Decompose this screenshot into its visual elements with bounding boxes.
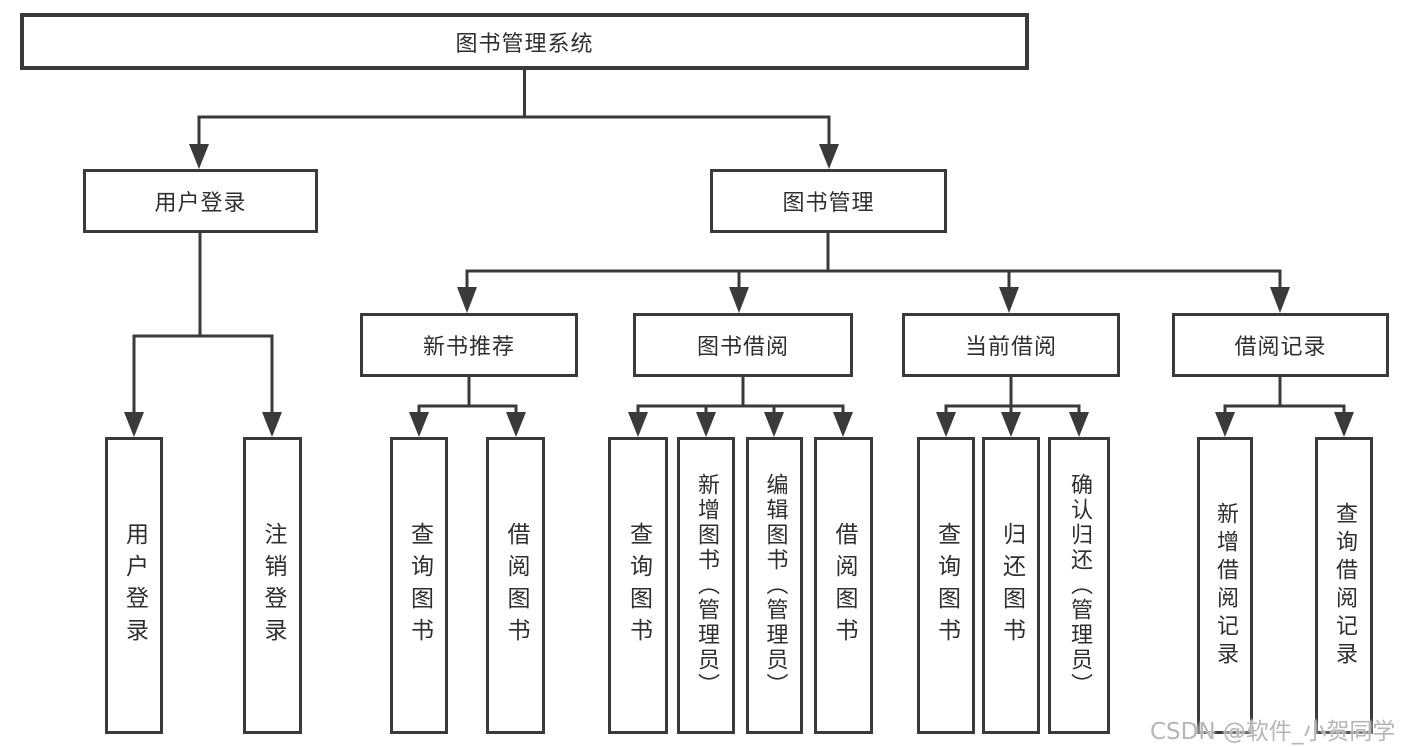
node-leaf-borrow-books-borrowing: 借阅图书 [814,437,873,734]
node-leaf-query-books-current: 查询图书 [917,437,975,734]
leaf-label: 新增借阅记录 [1213,501,1238,670]
leaf-label: 查询图书 [933,521,960,650]
node-new-book-recommendation: 新书推荐 [360,313,578,377]
node-leaf-user-login: 用户登录 [105,437,163,734]
node-leaf-borrow-books-newbook: 借阅图书 [486,437,545,734]
node-leaf-add-books-admin: 新增图书（管理员） [677,437,735,734]
node-leaf-query-borrow-record: 查询借阅记录 [1315,437,1373,734]
node-leaf-query-books-borrowing: 查询图书 [608,437,668,734]
node-leaf-confirm-return-admin: 确认归还（管理员） [1048,437,1110,734]
leaf-label: 编辑图书（管理员） [762,473,788,698]
leaf-label: 查询借阅记录 [1332,501,1357,670]
leaf-label: 借阅图书 [831,521,857,650]
leaf-label: 归还图书 [998,521,1025,650]
node-leaf-return-books: 归还图书 [982,437,1040,734]
node-library-management-system: 图书管理系统 [20,13,1029,70]
leaf-label: 查询图书 [625,521,652,650]
leaf-label: 注销登录 [260,521,286,650]
leaf-label: 用户登录 [121,521,148,650]
node-leaf-edit-books-admin: 编辑图书（管理员） [746,437,803,734]
node-book-borrowing: 图书借阅 [633,313,853,377]
node-leaf-add-borrow-record: 新增借阅记录 [1197,437,1253,734]
node-leaf-query-books-newbook: 查询图书 [390,437,448,734]
node-leaf-logout-login: 注销登录 [243,437,302,734]
leaf-label: 新增图书（管理员） [694,473,719,698]
csdn-watermark: CSDN @软件_小贺同学 [1150,719,1396,745]
node-user-login: 用户登录 [83,169,318,233]
node-borrowing-records: 借阅记录 [1172,313,1389,377]
leaf-label: 借阅图书 [503,521,529,650]
leaf-label: 查询图书 [406,521,433,650]
node-book-management: 图书管理 [710,169,947,233]
node-current-borrowing: 当前借阅 [902,313,1120,377]
leaf-label: 确认归还（管理员） [1067,473,1092,698]
